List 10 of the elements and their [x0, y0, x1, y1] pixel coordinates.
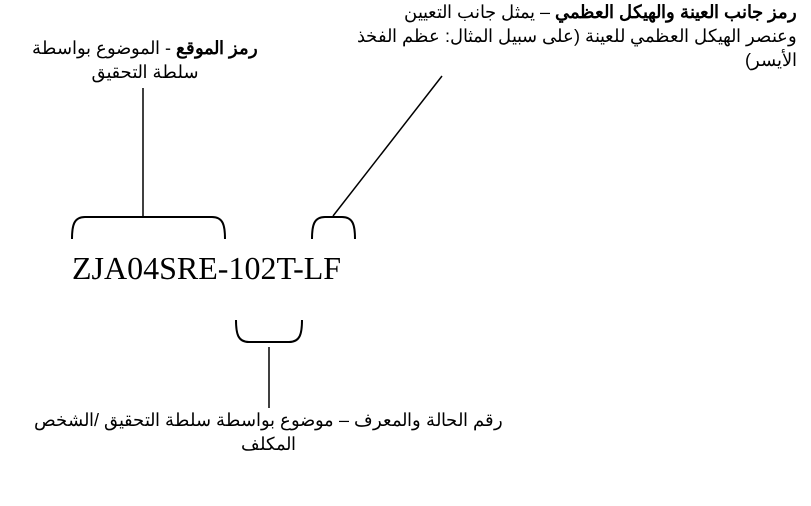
annotation-text: رمز جانب العينة والهيكل العظمي – يمثل جانب التعيين وعنصر الهيكل العظمي للعينة (على سبيل المثال: عظم الفخذ الأيسر) — [350, 0, 797, 72]
leader-line — [142, 88, 144, 216]
leader-line — [332, 76, 443, 216]
leader-line — [268, 347, 270, 408]
annotation-text: رقم الحالة والمعرف – موضوع بواسطة سلطة التحقيق /الشخص المكلف — [20, 408, 517, 456]
bracket — [71, 216, 226, 239]
bracket — [311, 216, 356, 239]
annotation-text: رمز الموقع - الموضوع بواسطة سلطة التحقيق — [12, 36, 278, 84]
bracket — [235, 320, 303, 343]
specimen-code: ZJA04SRE-102T-LF — [72, 250, 342, 286]
